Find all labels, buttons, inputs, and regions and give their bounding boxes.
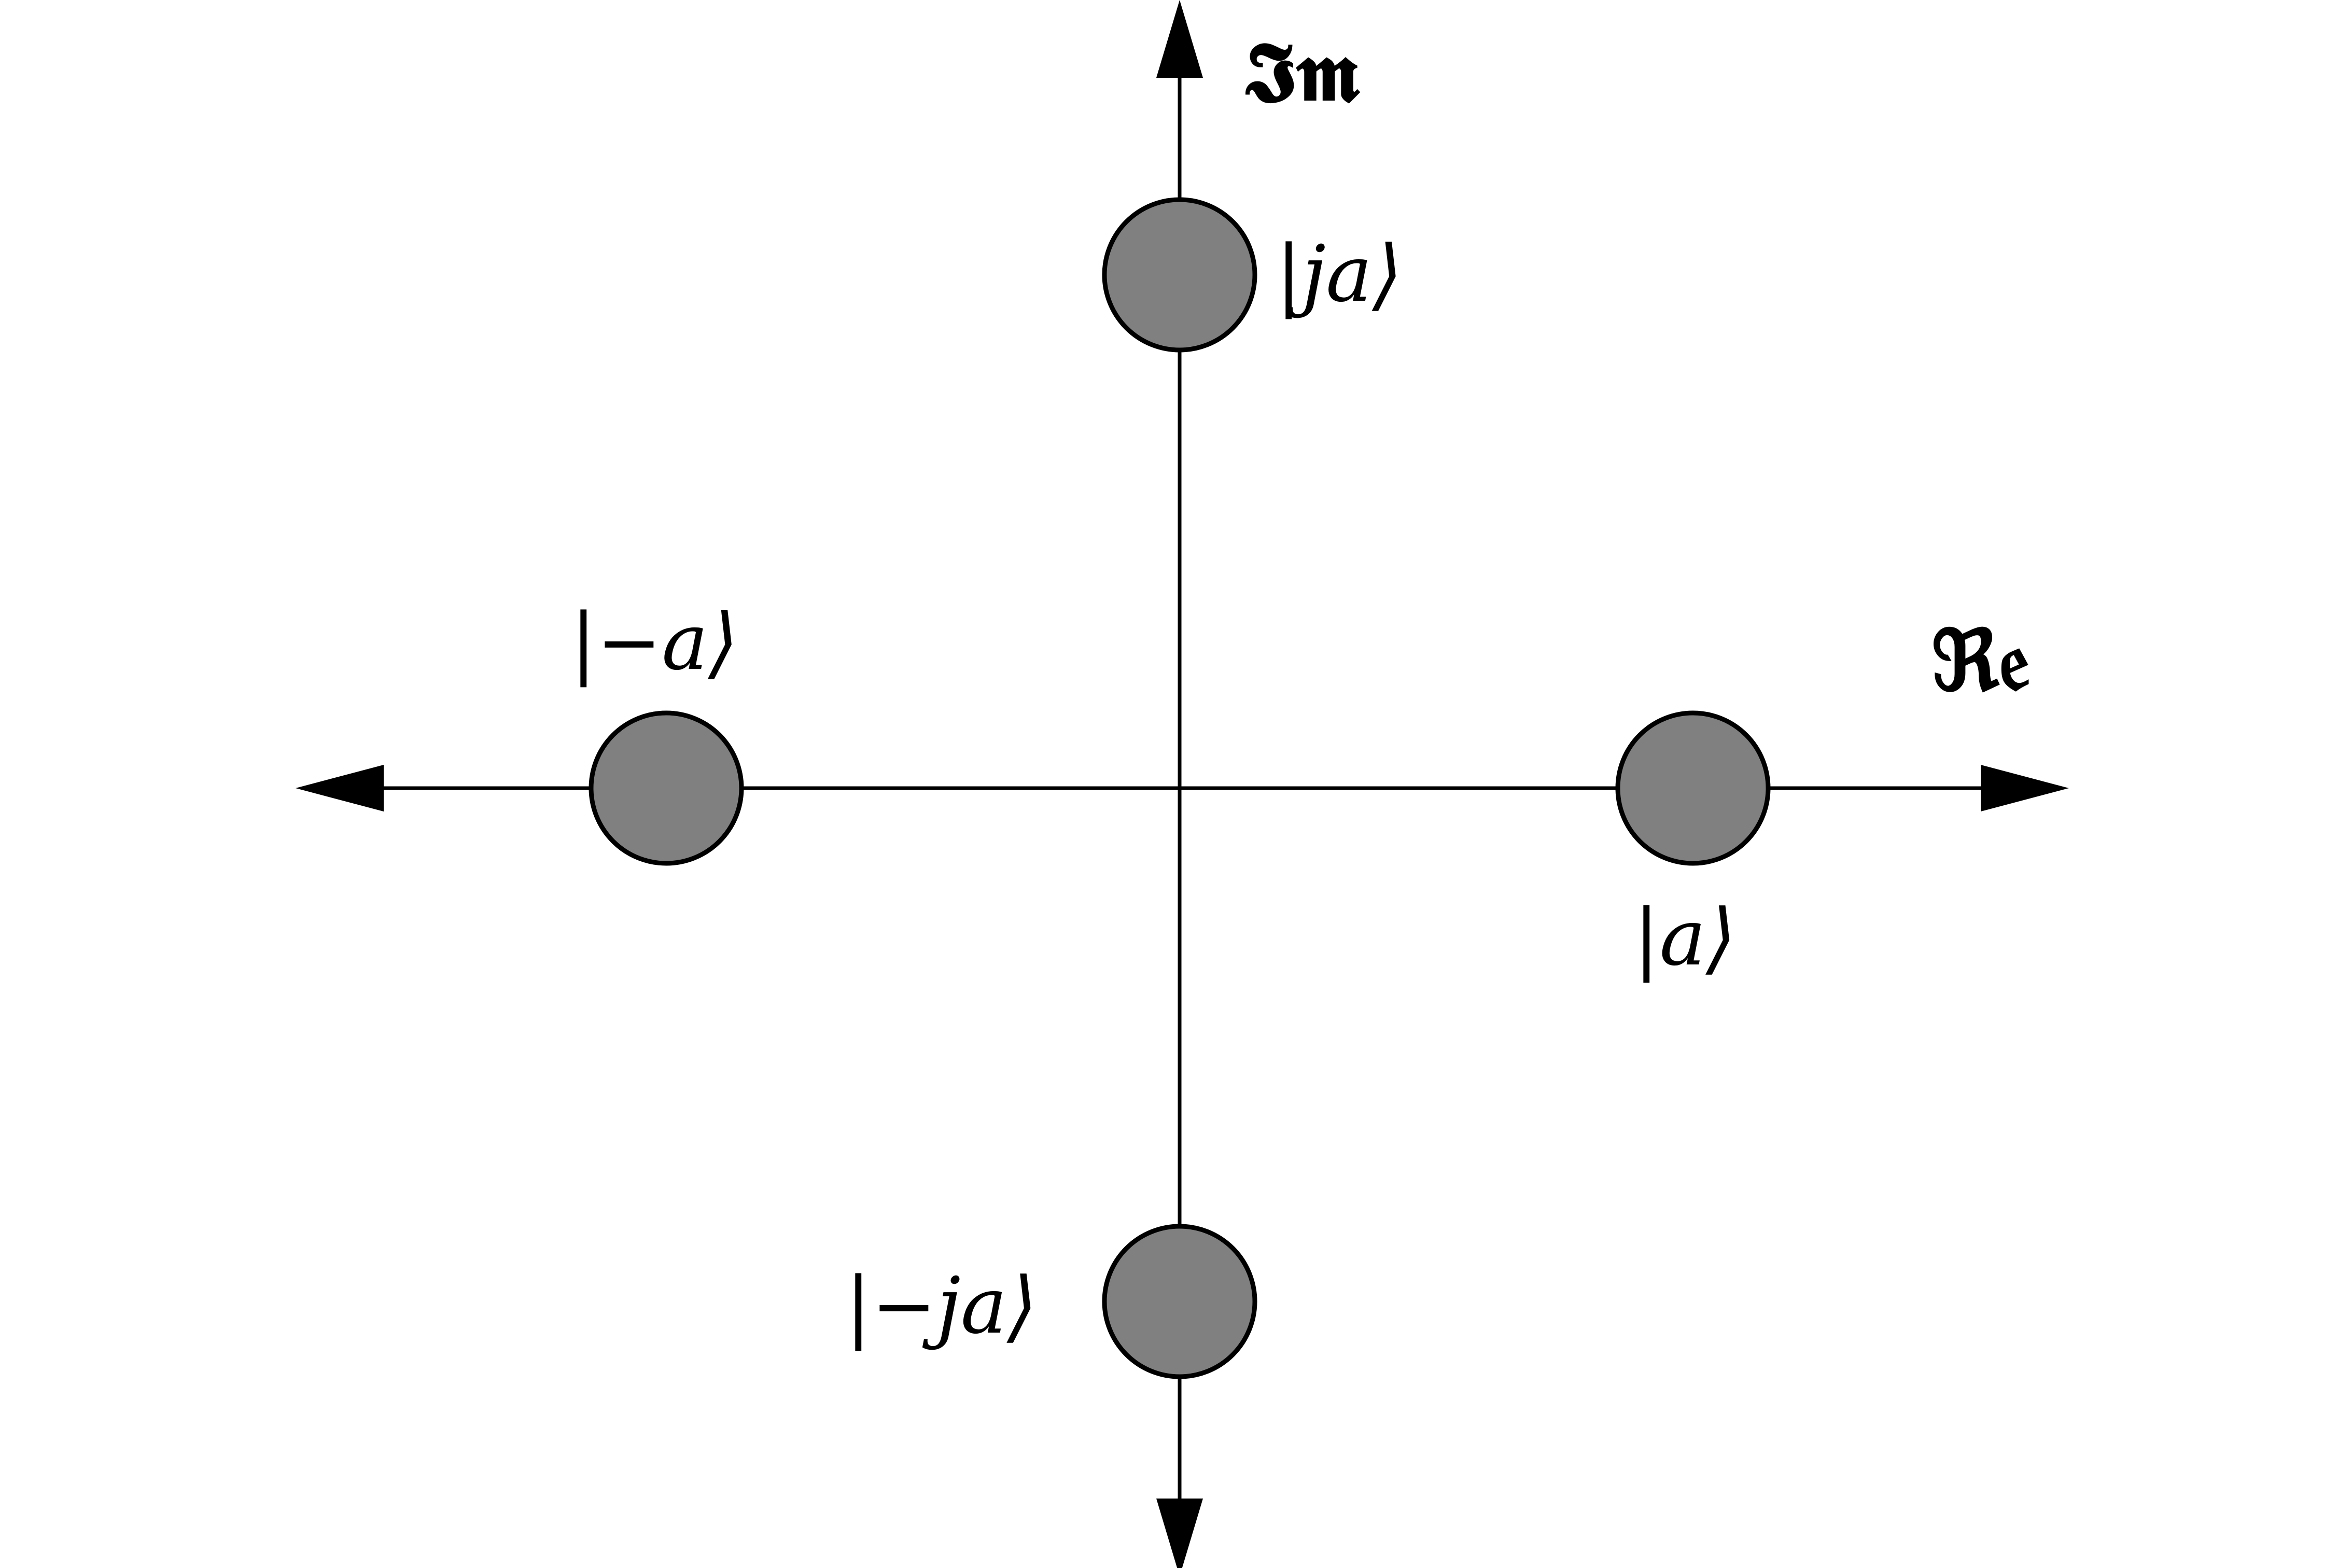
state-point-ja (1102, 197, 1257, 353)
real-axis-right-arrowhead (1981, 765, 2069, 811)
real-axis-label: ℜ𝔢 (1931, 612, 2030, 709)
state-point-minus-ja (1102, 1224, 1257, 1379)
state-label-minus-ja: |−ja⟩ (845, 1261, 1038, 1351)
imaginary-axis-label: 𝕴𝖒 (1244, 23, 1361, 121)
state-points (589, 197, 1771, 1379)
state-label-minus-a: |−a⟩ (570, 597, 738, 688)
state-label-ja: |ja⟩ (1276, 229, 1403, 319)
imaginary-axis-bottom-arrowhead (1156, 1499, 1203, 1568)
real-axis-left-arrowhead (296, 765, 384, 811)
state-point-a (1615, 710, 1771, 866)
state-point-minus-a (589, 710, 744, 866)
state-label-a: |a⟩ (1633, 893, 1737, 983)
imaginary-axis-top-arrowhead (1156, 0, 1203, 78)
